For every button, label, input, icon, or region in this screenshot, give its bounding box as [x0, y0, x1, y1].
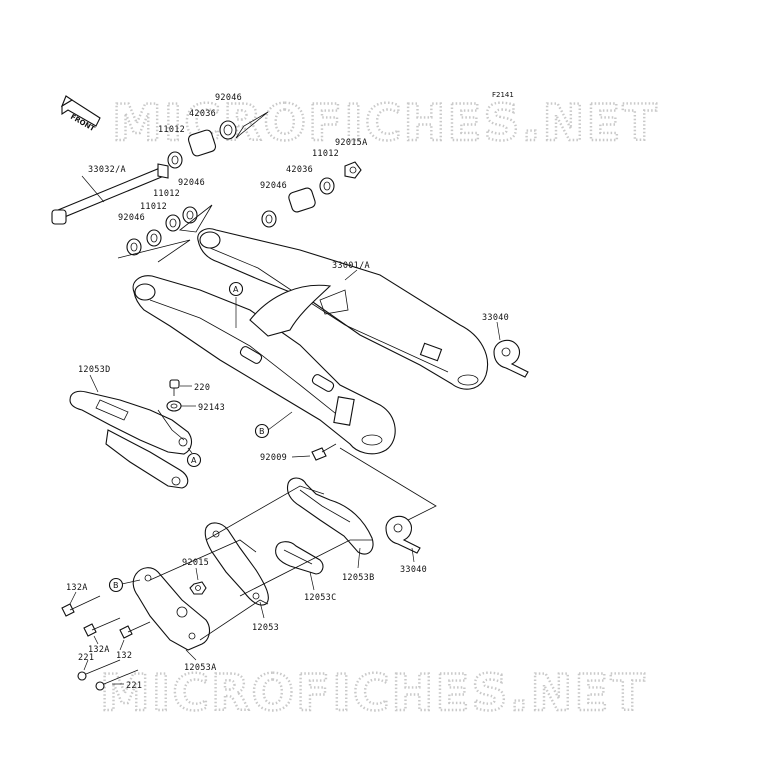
upper-left-bearing-stack [167, 120, 237, 169]
label-92046-b: 92046 [118, 213, 145, 223]
figure-code: F2141 [492, 91, 514, 99]
nut-92015 [189, 581, 207, 595]
label-11012-top: 11012 [158, 125, 185, 135]
label-33040-top: 33040 [482, 313, 509, 323]
swingarm [132, 228, 488, 455]
chain-guard-plate [132, 567, 211, 651]
label-42036-top: 42036 [189, 109, 216, 119]
svg-text:B: B [113, 581, 119, 590]
watermark-bottom: MICROFICHES.NET [100, 664, 647, 722]
label-221-right: 221 [126, 681, 142, 691]
screw-221-left [77, 659, 121, 681]
label-33040-bottom: 33040 [400, 565, 427, 575]
washer-92143 [166, 400, 182, 412]
label-12053c: 12053C [304, 593, 337, 603]
label-42036-right: 42036 [286, 165, 313, 175]
pivot-shaft [51, 163, 169, 225]
ref-marker-a-slider: A [186, 452, 202, 468]
bolt-220 [169, 379, 180, 396]
label-92143: 92143 [198, 403, 225, 413]
label-33032a: 33032/A [88, 165, 126, 175]
chain-guide-12053c [275, 541, 324, 575]
label-11012-b: 11012 [140, 202, 167, 212]
chain-guide-12053b [286, 477, 374, 555]
label-92046-a: 92046 [178, 178, 205, 188]
right-bearing-stack [261, 161, 362, 228]
chain-adjuster-upper [493, 339, 529, 378]
label-132: 132 [116, 651, 132, 661]
label-92015a: 92015A [335, 138, 368, 148]
ref-marker-b-guard: B [108, 577, 124, 593]
label-221-left: 221 [78, 653, 94, 663]
label-132a-lower: 132A [88, 645, 110, 655]
front-arrow-icon: FRONT [60, 95, 101, 133]
bolt-132a-upper [61, 595, 101, 617]
chain-slider [69, 390, 193, 489]
ref-marker-a-swingarm: A [228, 281, 244, 297]
svg-text:B: B [259, 427, 265, 436]
svg-text:A: A [233, 285, 239, 294]
label-92009: 92009 [260, 453, 287, 463]
label-92015: 92015 [182, 558, 209, 568]
label-12053: 12053 [252, 623, 279, 633]
bolt-92009 [311, 443, 337, 461]
label-92046-top: 92046 [215, 93, 242, 103]
bolt-132a-lower [83, 617, 121, 637]
screw-221-right [95, 669, 139, 691]
label-11012-a: 11012 [153, 189, 180, 199]
label-220: 220 [194, 383, 210, 393]
chain-guide-12053 [204, 522, 269, 606]
svg-text:A: A [191, 456, 197, 465]
label-92046-right: 92046 [260, 181, 287, 191]
bolt-132 [119, 621, 151, 639]
ref-marker-b-swingarm: B [254, 423, 270, 439]
label-33001a: 33001/A [332, 261, 370, 271]
label-12053d: 12053D [78, 365, 111, 375]
label-12053b: 12053B [342, 573, 375, 583]
label-11012-right: 11012 [312, 149, 339, 159]
label-132a-upper: 132A [66, 583, 88, 593]
chain-adjuster-lower [385, 515, 421, 554]
label-12053a: 12053A [184, 663, 217, 673]
